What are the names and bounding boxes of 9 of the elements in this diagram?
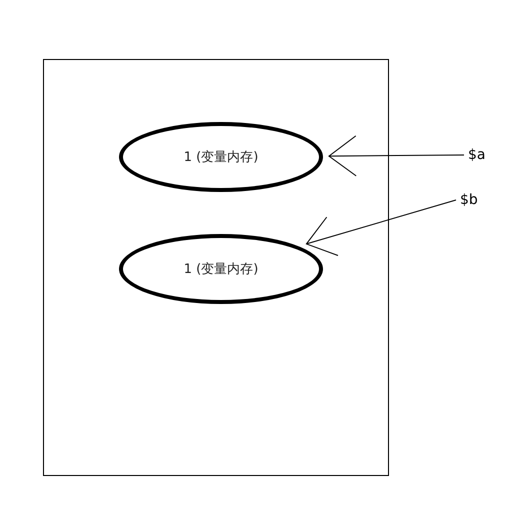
variable-label: $b bbox=[460, 192, 482, 208]
arrow bbox=[328, 135, 464, 176]
frame-box bbox=[43, 59, 389, 476]
memory-ellipse bbox=[119, 122, 323, 192]
memory-label: 1 (变量内存) bbox=[184, 261, 258, 278]
memory-ellipse bbox=[119, 234, 323, 304]
memory-label: 1 (变量内存) bbox=[184, 149, 258, 166]
variable-label: $a bbox=[468, 147, 490, 163]
arrow bbox=[306, 200, 456, 256]
